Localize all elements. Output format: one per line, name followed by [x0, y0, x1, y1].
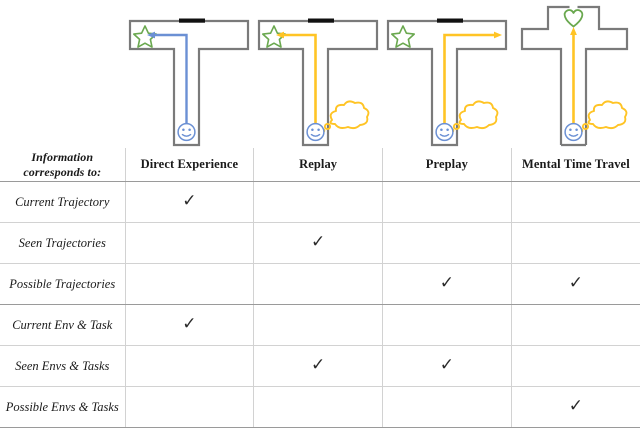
- matrix-cell-preplay: ✓: [382, 345, 512, 387]
- checkmark-icon: ✓: [182, 191, 197, 211]
- smiley-face-icon: [177, 122, 197, 142]
- matrix-cell-replay: ✓: [253, 222, 383, 264]
- table-row: Seen Trajectories✓✓✓✓: [0, 222, 640, 264]
- matrix-cell-mental_time_travel: ✓: [510, 263, 640, 305]
- matrix-cell-replay: ✓: [253, 181, 383, 223]
- table-row: Possible Trajectories✓✓✓✓: [0, 263, 640, 305]
- checkmark-icon: ✓: [311, 355, 326, 375]
- matrix-cell-preplay: ✓: [382, 304, 512, 346]
- checkmark-icon: ✓: [439, 355, 454, 375]
- t-maze-walls: [129, 19, 250, 147]
- maze-diagram-direct-experience: [125, 0, 254, 148]
- matrix-cell-mental_time_travel: ✓: [510, 304, 640, 346]
- checkmark-icon: ✓: [311, 232, 326, 252]
- trajectory-path-yellow: [443, 33, 495, 128]
- table-header-row: Information corresponds to: Direct Exper…: [0, 148, 640, 182]
- trajectory-path-blue: [154, 33, 189, 128]
- matrix-cell-direct_experience: ✓: [124, 386, 255, 428]
- checkmark-icon: ✓: [182, 314, 197, 334]
- maze-diagram-preplay: [383, 0, 512, 148]
- matrix-cell-replay: ✓: [253, 304, 383, 346]
- matrix-cell-direct_experience: ✓: [124, 263, 255, 305]
- checkmark-icon: ✓: [568, 273, 583, 293]
- matrix-cell-mental_time_travel: ✓: [510, 181, 640, 223]
- label-header-line-1: Information: [31, 149, 94, 164]
- maze-diagram-strip: [0, 0, 640, 148]
- matrix-cell-direct_experience: ✓: [124, 181, 255, 223]
- column-header-direct-experience: Direct Experience: [124, 148, 255, 182]
- row-label: Possible Envs & Tasks: [0, 386, 126, 428]
- row-label-column-header: Information corresponds to:: [0, 148, 126, 182]
- path-arrowhead: [276, 31, 285, 39]
- table-body: Current Trajectory✓✓✓✓Seen Trajectories✓…: [0, 181, 640, 428]
- row-label: Current Trajectory: [0, 181, 126, 223]
- plus-maze-walls: [520, 5, 628, 147]
- path-arrowhead: [147, 31, 156, 39]
- matrix-cell-replay: ✓: [253, 386, 383, 428]
- t-maze-walls: [258, 19, 379, 147]
- smiley-face-icon: [306, 122, 325, 142]
- comparison-matrix-table: Information corresponds to: Direct Exper…: [0, 148, 640, 428]
- table-row: Seen Envs & Tasks✓✓✓✓: [0, 345, 640, 387]
- barrier-bar: [179, 18, 206, 23]
- matrix-cell-mental_time_travel: ✓: [510, 386, 640, 428]
- barrier-bar: [436, 18, 463, 23]
- matrix-cell-mental_time_travel: ✓: [510, 222, 640, 264]
- heart-icon: [563, 9, 583, 28]
- label-header-line-2: corresponds to:: [23, 164, 102, 179]
- column-header-mental-time-travel: Mental Time Travel: [510, 148, 640, 182]
- smiley-face-icon: [435, 122, 454, 142]
- path-arrowhead: [569, 27, 577, 35]
- column-header-preplay: Preplay: [382, 148, 512, 182]
- star-icon: [390, 25, 415, 48]
- matrix-cell-preplay: ✓: [382, 222, 512, 264]
- checkmark-icon: ✓: [568, 396, 583, 416]
- diagram-strip-label-spacer: [0, 0, 125, 148]
- barrier-bar: [308, 18, 335, 23]
- matrix-cell-preplay: ✓: [382, 386, 512, 428]
- row-label: Possible Trajectories: [0, 263, 126, 305]
- matrix-cell-direct_experience: ✓: [124, 304, 255, 346]
- checkmark-icon: ✓: [439, 273, 454, 293]
- table-row: Current Env & Task✓✓✓✓: [0, 304, 640, 346]
- row-label: Seen Envs & Tasks: [0, 345, 126, 387]
- matrix-cell-replay: ✓: [253, 263, 383, 305]
- matrix-cell-direct_experience: ✓: [124, 345, 255, 387]
- trajectory-path-yellow: [283, 33, 317, 128]
- path-arrowhead: [493, 31, 502, 39]
- table-row: Current Trajectory✓✓✓✓: [0, 181, 640, 223]
- matrix-cell-preplay: ✓: [382, 263, 512, 305]
- smiley-face-icon: [563, 122, 583, 142]
- column-header-replay: Replay: [253, 148, 383, 182]
- maze-diagram-replay: [254, 0, 383, 148]
- matrix-cell-preplay: ✓: [382, 181, 512, 223]
- matrix-cell-replay: ✓: [253, 345, 383, 387]
- maze-diagram-mental-time-travel: [511, 0, 640, 148]
- row-label: Seen Trajectories: [0, 222, 126, 264]
- table-row: Possible Envs & Tasks✓✓✓✓: [0, 386, 640, 428]
- matrix-cell-mental_time_travel: ✓: [510, 345, 640, 387]
- matrix-cell-direct_experience: ✓: [124, 222, 255, 264]
- t-maze-walls: [386, 19, 507, 147]
- row-label: Current Env & Task: [0, 304, 126, 346]
